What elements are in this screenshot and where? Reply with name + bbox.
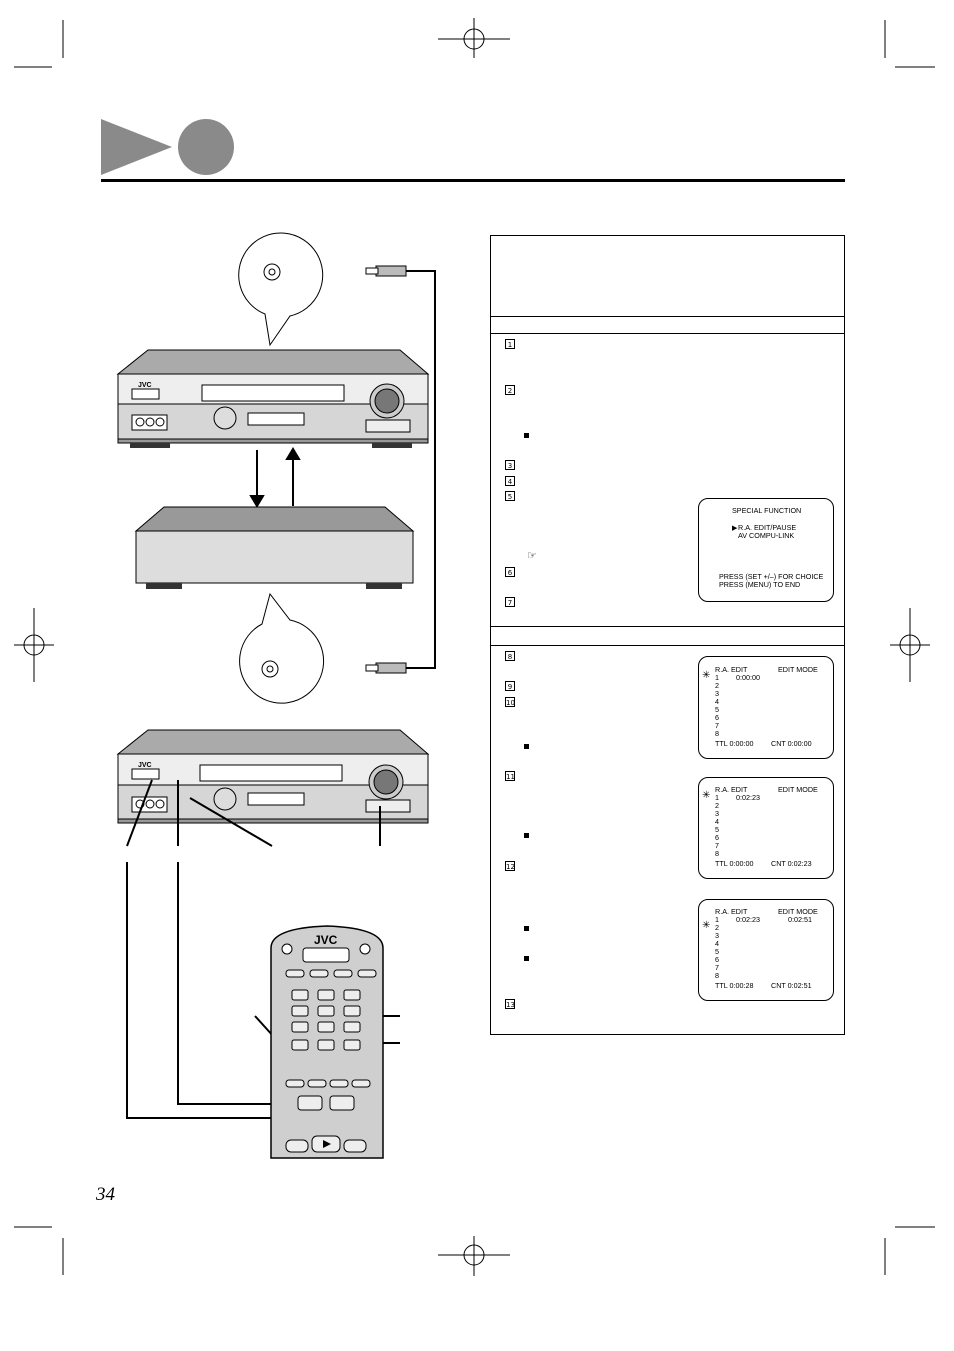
connection-arrows <box>249 447 301 508</box>
step-number: 4 <box>505 476 515 486</box>
osd-row-value: 0:02:23 <box>736 915 760 924</box>
osd-row: 7 <box>715 721 719 730</box>
osd-row: 7 <box>715 963 719 972</box>
blink-cursor-icon: ✳ <box>702 790 711 801</box>
step-number: 11 <box>505 771 515 781</box>
osd-ra-edit-1: R.A. EDIT EDIT MODE 1 0:00:00 2 3 4 5 6 … <box>698 656 834 759</box>
osd-right-title: EDIT MODE <box>778 907 818 916</box>
osd-row: 3 <box>715 689 719 698</box>
remote-logo: JVC <box>314 933 338 947</box>
panel-divider-1 <box>491 316 844 317</box>
step-number: 8 <box>505 651 515 661</box>
recorder-box <box>134 506 415 589</box>
plug-top <box>365 265 407 277</box>
bullet <box>524 744 529 749</box>
osd-ra-edit-3: R.A. EDIT EDIT MODE 1 0:02:23 0:02:51 2 … <box>698 899 834 1001</box>
instruction-panel: 1 2 3 4 5 ☞ 6 7 8 9 10 11 12 13 SPECIAL … <box>490 235 845 1035</box>
osd-ttl: TTL 0:00:00 <box>715 859 754 868</box>
panel-divider-2 <box>491 333 844 334</box>
osd-row-end: 0:02:51 <box>788 915 812 924</box>
osd-row: 1 <box>715 673 719 682</box>
blink-cursor-icon: ✳ <box>702 920 711 931</box>
osd-row: 8 <box>715 729 719 738</box>
osd-ra-edit-2: R.A. EDIT EDIT MODE 1 0:02:23 2 3 4 5 6 … <box>698 777 834 879</box>
osd-row: 6 <box>715 713 719 722</box>
step-number: 10 <box>505 697 515 707</box>
osd-pointer-icon: ▶ <box>732 523 738 532</box>
callout-bubble-top <box>238 232 324 347</box>
crop-marks <box>14 18 935 1276</box>
osd-right-title: EDIT MODE <box>778 665 818 674</box>
step-number: 6 <box>505 567 515 577</box>
osd-row: 1 <box>715 793 719 802</box>
av-cable <box>406 270 436 669</box>
step-number: 9 <box>505 681 515 691</box>
step-number: 2 <box>505 385 515 395</box>
osd-title: SPECIAL FUNCTION <box>732 506 802 515</box>
vcr-top <box>116 349 430 448</box>
osd-left-title: R.A. EDIT <box>715 665 748 674</box>
bullet <box>524 433 529 438</box>
osd-item: R.A. EDIT/PAUSE <box>738 523 797 532</box>
osd-row-value: 0:00:00 <box>736 673 760 682</box>
callout-bubble-bottom <box>239 592 325 704</box>
step-number: 7 <box>505 597 515 607</box>
bullet <box>524 926 529 931</box>
step-number: 12 <box>505 861 515 871</box>
osd-row: 6 <box>715 955 719 964</box>
osd-row: 4 <box>715 939 719 948</box>
osd-row: 2 <box>715 801 719 810</box>
osd-row: 3 <box>715 931 719 940</box>
panel-divider-4 <box>491 645 844 646</box>
osd-ttl: TTL 0:00:00 <box>715 739 754 748</box>
osd-row: 4 <box>715 697 719 706</box>
osd-row: 8 <box>715 849 719 858</box>
osd-row-value: 0:02:23 <box>736 793 760 802</box>
page-number: 34 <box>96 1184 115 1205</box>
osd-row: 3 <box>715 809 719 818</box>
osd-footer: PRESS (MENU) TO END <box>719 580 801 589</box>
osd-cnt: CNT 0:02:51 <box>771 981 812 990</box>
osd-item: AV COMPU-LINK <box>738 531 795 540</box>
osd-row: 6 <box>715 833 719 842</box>
osd-cnt: CNT 0:02:23 <box>771 859 812 868</box>
plug-bottom <box>365 662 407 674</box>
osd-row: 7 <box>715 841 719 850</box>
osd-row: 4 <box>715 817 719 826</box>
section-header-graphic <box>101 119 845 182</box>
step-number: 3 <box>505 460 515 470</box>
vcr-bottom-logo: JVC <box>138 762 152 769</box>
vcr-top-logo: JVC <box>138 382 152 389</box>
vcr-bottom <box>116 729 430 824</box>
osd-row: 5 <box>715 705 719 714</box>
pointing-hand-icon: ☞ <box>527 550 537 562</box>
osd-cnt: CNT 0:00:00 <box>771 739 812 748</box>
blink-cursor-icon: ✳ <box>702 670 711 681</box>
step-number: 13 <box>505 999 515 1009</box>
osd-row: 5 <box>715 947 719 956</box>
step-number: 5 <box>505 491 515 501</box>
osd-special-function: SPECIAL FUNCTION ▶ R.A. EDIT/PAUSE AV CO… <box>698 498 834 602</box>
osd-footer: PRESS (SET +/–) FOR CHOICE <box>719 572 824 581</box>
osd-row: 5 <box>715 825 719 834</box>
osd-row: 2 <box>715 681 719 690</box>
step-number: 1 <box>505 339 515 349</box>
bullet <box>524 833 529 838</box>
osd-left-title: R.A. EDIT <box>715 785 748 794</box>
osd-left-title: R.A. EDIT <box>715 907 748 916</box>
osd-row: 8 <box>715 971 719 980</box>
osd-row: 1 <box>715 915 719 924</box>
remote-control <box>270 925 384 1159</box>
osd-row: 2 <box>715 923 719 932</box>
osd-ttl: TTL 0:00:28 <box>715 981 754 990</box>
osd-right-title: EDIT MODE <box>778 785 818 794</box>
bullet <box>524 956 529 961</box>
panel-divider-3 <box>491 626 844 627</box>
